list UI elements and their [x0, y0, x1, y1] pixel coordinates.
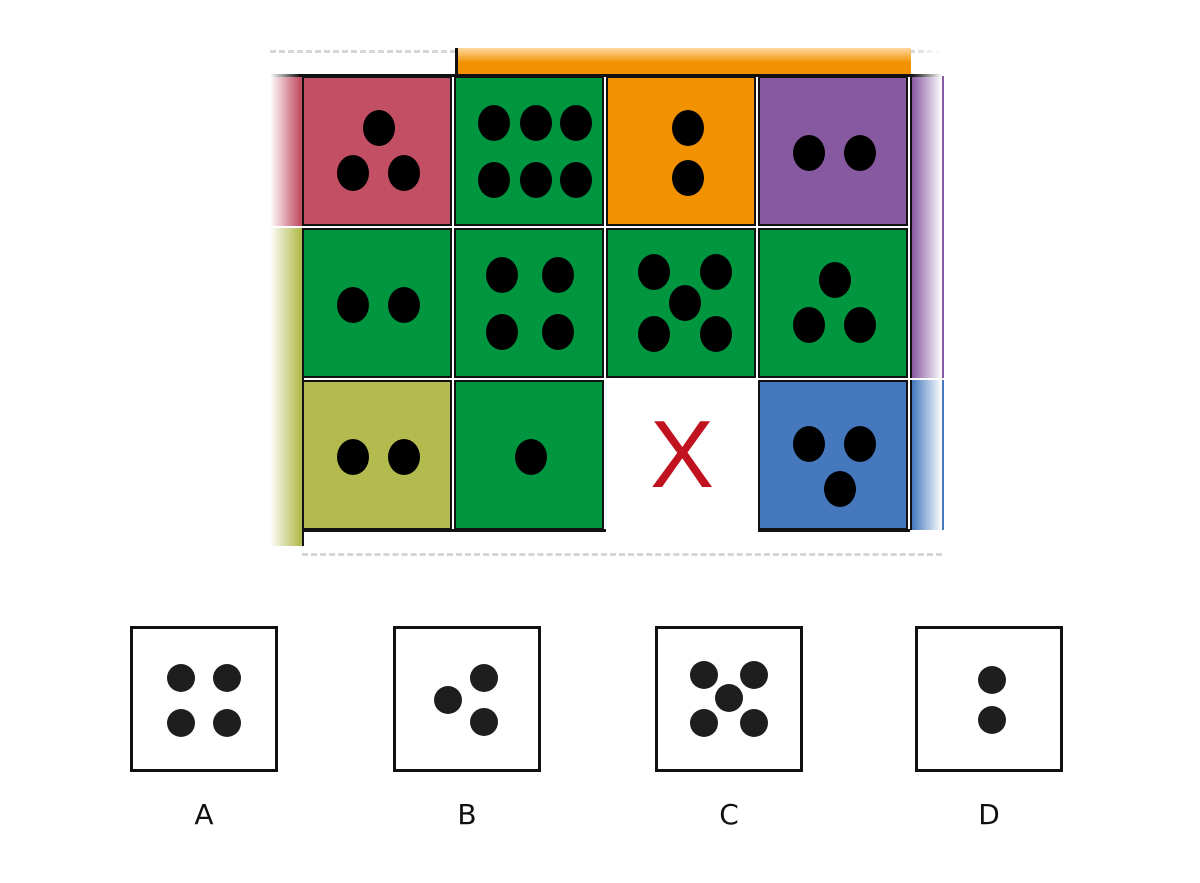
- grid-tile-r1-c2: [454, 76, 604, 226]
- pip-dot-icon: [478, 162, 510, 198]
- pip-dot-icon: [672, 110, 704, 146]
- missing-x-icon: X: [649, 401, 714, 508]
- pip-dot-icon: [824, 471, 856, 507]
- pip-dot-icon: [844, 135, 876, 171]
- pip-dot-icon: [793, 135, 825, 171]
- pip-dot-icon: [542, 314, 574, 350]
- pip-dot-icon: [337, 155, 369, 191]
- pip-dot-icon: [978, 706, 1006, 734]
- pip-dot-icon: [337, 439, 369, 475]
- pip-dot-icon: [690, 709, 718, 737]
- answer-option-label: B: [457, 798, 477, 831]
- pip-dot-icon: [819, 262, 851, 298]
- grid-tile-r3-c2: [454, 380, 604, 530]
- pip-dot-icon: [470, 664, 498, 692]
- grid-tile-r2-c1: [302, 228, 452, 378]
- pip-dot-icon: [388, 439, 420, 475]
- grid-tile-r1-c3: [606, 76, 756, 226]
- pip-dot-icon: [213, 709, 241, 737]
- pip-dot-icon: [740, 661, 768, 689]
- grid-tile-r3-c4: [758, 380, 908, 530]
- pip-dot-icon: [793, 307, 825, 343]
- pip-dot-icon: [520, 105, 552, 141]
- pip-dot-icon: [388, 287, 420, 323]
- pip-dot-icon: [793, 426, 825, 462]
- dashed-border-bottom: [302, 553, 942, 556]
- answer-option-b[interactable]: [393, 626, 541, 772]
- pip-dot-icon: [542, 257, 574, 293]
- pip-dot-icon: [486, 257, 518, 293]
- answer-option-a[interactable]: [130, 626, 278, 772]
- purple-tile-edge-right: [910, 76, 944, 378]
- answer-option-label: A: [194, 798, 214, 831]
- grid-tile-r1-c4: [758, 76, 908, 226]
- pip-dot-icon: [638, 254, 670, 290]
- grid-line-bottom: [758, 529, 910, 532]
- pip-dot-icon: [672, 160, 704, 196]
- pip-dot-icon: [978, 666, 1006, 694]
- pip-dot-icon: [669, 285, 701, 321]
- pip-dot-icon: [700, 316, 732, 352]
- red-tile-edge-left: [270, 76, 304, 226]
- grid-tile-r1-c1: [302, 76, 452, 226]
- grid-line-bottom: [302, 529, 606, 532]
- orange-tile-edge-top: [455, 48, 911, 75]
- grid-tile-r2-c4: [758, 228, 908, 378]
- pip-dot-icon: [515, 439, 547, 475]
- pip-dot-icon: [363, 110, 395, 146]
- answer-option-d[interactable]: [915, 626, 1063, 772]
- pip-dot-icon: [740, 709, 768, 737]
- pip-dot-icon: [167, 709, 195, 737]
- pip-dot-icon: [520, 162, 552, 198]
- pip-dot-icon: [844, 426, 876, 462]
- pip-dot-icon: [560, 105, 592, 141]
- blue-tile-edge-right: [910, 380, 944, 530]
- pip-dot-icon: [337, 287, 369, 323]
- answer-option-label: D: [978, 798, 1000, 831]
- grid-tile-r3-c1: [302, 380, 452, 530]
- pip-dot-icon: [638, 316, 670, 352]
- missing-tile: X: [606, 380, 756, 530]
- pip-dot-icon: [478, 105, 510, 141]
- pip-dot-icon: [715, 684, 743, 712]
- answer-option-c[interactable]: [655, 626, 803, 772]
- pip-dot-icon: [690, 661, 718, 689]
- pip-dot-icon: [167, 664, 195, 692]
- domino-puzzle-grid: X: [270, 40, 944, 560]
- pip-dot-icon: [388, 155, 420, 191]
- pip-dot-icon: [486, 314, 518, 350]
- pip-dot-icon: [470, 708, 498, 736]
- grid-line-top: [270, 74, 942, 77]
- grid-tile-r2-c3: [606, 228, 756, 378]
- pip-dot-icon: [700, 254, 732, 290]
- pip-dot-icon: [560, 162, 592, 198]
- grid-tile-r2-c2: [454, 228, 604, 378]
- olive-tile-edge-left: [270, 228, 304, 546]
- answer-option-label: C: [719, 798, 739, 831]
- pip-dot-icon: [844, 307, 876, 343]
- pip-dot-icon: [434, 686, 462, 714]
- pip-dot-icon: [213, 664, 241, 692]
